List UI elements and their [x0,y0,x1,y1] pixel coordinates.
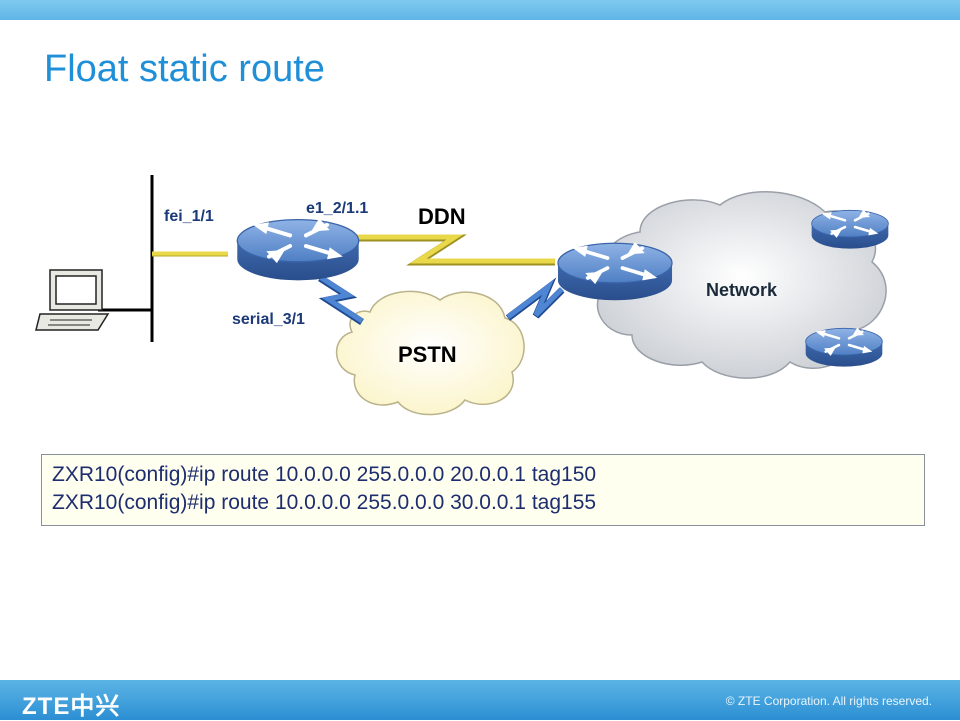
router-icon-network-bottom [804,326,884,368]
pc-icon [35,269,110,331]
pstn-remote-link [505,277,565,321]
network-label: Network [706,280,778,300]
router-icon-local [235,216,361,283]
top-accent-bar [0,0,960,20]
e1-interface-label: e1_2/1.1 [306,200,369,217]
slide-title: Float static route [44,48,325,90]
serial-link [318,274,364,325]
fei-interface-label: fei_1/1 [164,208,214,225]
ddn-label: DDN [418,204,466,229]
footer-bar [0,680,960,720]
router-icon-remote [556,240,674,303]
copyright-text: © ZTE Corporation. All rights reserved. [725,694,932,708]
zte-logo: ZTE中兴 [22,693,121,720]
command-line: ZXR10(config)#ip route 10.0.0.0 255.0.0.… [52,463,597,486]
pstn-cloud [335,290,525,416]
serial-interface-label: serial_3/1 [232,311,305,328]
ddn-link [355,234,555,266]
command-box: ZXR10(config)#ip route 10.0.0.0 255.0.0.… [41,454,925,526]
command-line: ZXR10(config)#ip route 10.0.0.0 255.0.0.… [52,491,597,514]
pstn-label: PSTN [398,342,457,367]
router-icon-network-top [810,208,890,250]
